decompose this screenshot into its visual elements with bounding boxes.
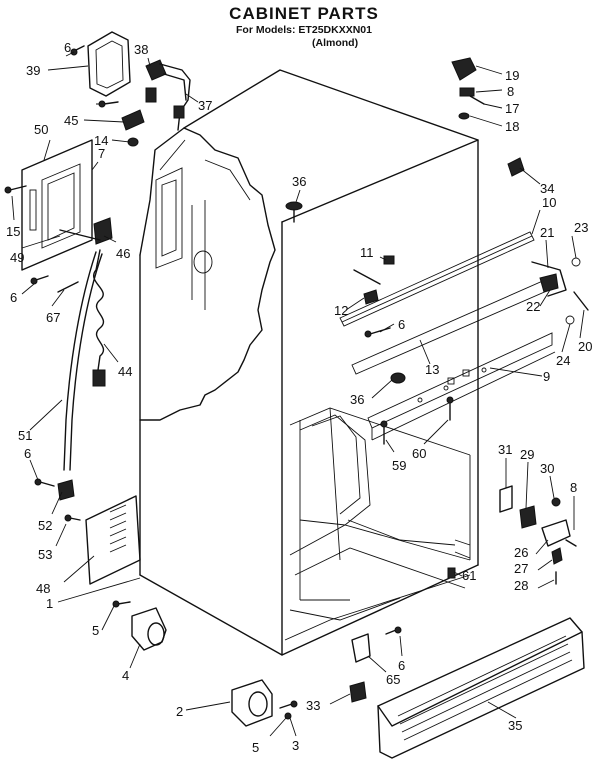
callout-20: 20 — [578, 339, 592, 354]
callout-3: 3 — [292, 738, 299, 753]
cover-plate — [87, 31, 131, 97]
callout-5-rear: 5 — [92, 623, 99, 638]
callout-51: 51 — [18, 428, 32, 443]
front-roller — [231, 679, 273, 727]
callout-6-bottom: 6 — [398, 658, 405, 673]
variant-line: (Almond) — [312, 37, 359, 49]
callout-28: 28 — [514, 578, 528, 593]
callout-2: 2 — [176, 704, 183, 719]
cabinet-body — [139, 69, 556, 656]
callout-21: 21 — [540, 225, 554, 240]
callout-5-front: 5 — [252, 740, 259, 755]
callout-48: 48 — [36, 581, 50, 596]
callout-18: 18 — [505, 119, 519, 134]
callout-14: 14 — [94, 133, 108, 148]
callout-35: 35 — [508, 718, 522, 733]
callout-23: 23 — [574, 220, 588, 235]
callout-6-left: 6 — [10, 290, 17, 305]
callout-7: 7 — [98, 146, 105, 161]
callout-19: 19 — [505, 68, 519, 83]
drain-tube — [63, 251, 97, 471]
power-cord — [93, 249, 105, 371]
callout-labels: 19 8 17 18 34 10 21 23 22 20 24 9 13 11 … — [6, 40, 592, 755]
callout-11: 11 — [360, 245, 374, 260]
leader-lines — [11, 51, 585, 737]
callout-37: 37 — [198, 98, 212, 113]
callout-24: 24 — [556, 353, 570, 368]
callout-59: 59 — [392, 458, 406, 473]
callout-4: 4 — [122, 668, 129, 683]
callout-15: 15 — [6, 224, 20, 239]
callout-8: 8 — [507, 84, 514, 99]
control-bracket — [21, 139, 93, 271]
callout-26: 26 — [514, 545, 528, 560]
callout-34: 34 — [540, 181, 554, 196]
callout-12: 12 — [334, 303, 348, 318]
hinge-cap — [451, 57, 477, 81]
callout-38: 38 — [134, 42, 148, 57]
callout-49: 49 — [10, 250, 24, 265]
callout-45: 45 — [64, 113, 78, 128]
callout-33: 33 — [306, 698, 320, 713]
callout-67: 67 — [46, 310, 60, 325]
callout-30: 30 — [540, 461, 554, 476]
thermostat — [93, 217, 113, 245]
callout-36-rail: 36 — [350, 392, 364, 407]
callout-61: 61 — [462, 568, 476, 583]
rear-cover — [85, 495, 141, 585]
callout-29: 29 — [520, 447, 534, 462]
callout-6-lower: 6 — [24, 446, 31, 461]
callout-10: 10 — [542, 195, 556, 210]
callout-27: 27 — [514, 561, 528, 576]
toe-grille — [377, 617, 583, 727]
callout-8-hinge: 8 — [570, 480, 577, 495]
callout-65: 65 — [386, 672, 400, 687]
models-line: For Models: ET25DKXXN01 — [236, 24, 372, 36]
callout-22: 22 — [526, 299, 540, 314]
callout-53: 53 — [38, 547, 52, 562]
callout-6-rail: 6 — [398, 317, 405, 332]
callout-17: 17 — [505, 101, 519, 116]
callout-39: 39 — [26, 63, 40, 78]
callout-6-top: 6 — [64, 40, 71, 55]
callout-13: 13 — [425, 362, 439, 377]
callout-60: 60 — [412, 446, 426, 461]
callout-52: 52 — [38, 518, 52, 533]
callout-1: 1 — [46, 596, 53, 611]
callout-31: 31 — [498, 442, 512, 457]
callout-36-top: 36 — [292, 174, 306, 189]
callout-50: 50 — [34, 122, 48, 137]
callout-44: 44 — [118, 364, 132, 379]
diagram-title: CABINET PARTS — [229, 4, 379, 23]
callout-46: 46 — [116, 246, 130, 261]
screw — [103, 101, 119, 105]
callout-9: 9 — [543, 369, 550, 384]
parts — [4, 31, 589, 759]
